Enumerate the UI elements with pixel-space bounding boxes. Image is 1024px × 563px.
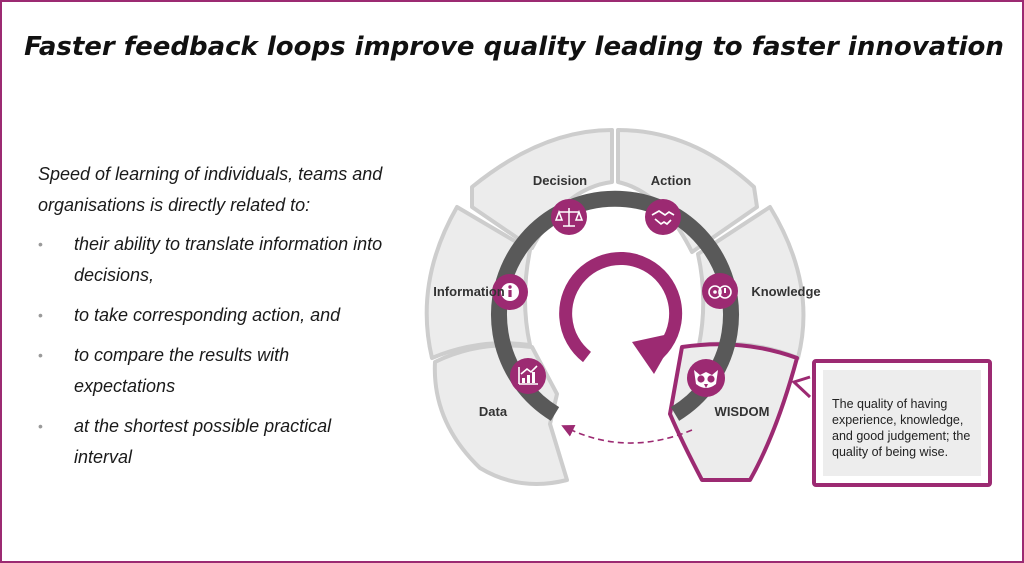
bullet-text: to compare the results with expectations xyxy=(74,345,290,396)
intro-text: Speed of learning of individuals, teams … xyxy=(38,164,383,215)
stage-label-data: Data xyxy=(479,404,508,419)
bullet-item: • to compare the results with expectation… xyxy=(38,340,388,402)
bullet-list: • their ability to translate information … xyxy=(38,229,388,482)
slide-title: Faster feedback loops improve quality le… xyxy=(24,32,1004,62)
bullet-marker: • xyxy=(38,236,43,252)
bullet-marker: • xyxy=(38,418,43,434)
cycle-arrow xyxy=(559,252,683,366)
bullet-text: to take corresponding action, and xyxy=(74,305,341,325)
bullet-text: their ability to translate information i… xyxy=(74,234,383,285)
cycle-ring xyxy=(491,190,739,421)
bullet-item: • their ability to translate information … xyxy=(38,229,388,291)
handshake-icon xyxy=(645,199,681,235)
bullet-text: at the shortest possible practical inter… xyxy=(74,416,332,467)
wisdom-definition-callout: The quality of having experience, knowle… xyxy=(812,359,992,487)
info-icon xyxy=(492,274,528,310)
bullet-marker: • xyxy=(38,307,43,323)
callout-pointer xyxy=(791,375,812,399)
bullet-item: • to take corresponding action, and xyxy=(38,300,388,331)
cycle-arrowhead xyxy=(632,332,678,374)
stage-label-decision: Decision xyxy=(533,173,587,188)
bullet-item: • at the shortest possible practical inte… xyxy=(38,411,388,473)
stage-label-action: Action xyxy=(651,173,692,188)
owl-icon xyxy=(687,359,725,397)
stage-label-wisdom: WISDOM xyxy=(715,404,770,419)
scales-icon xyxy=(551,199,587,235)
stage-label-information: Information xyxy=(433,284,505,299)
segment-action xyxy=(616,128,759,254)
bullet-marker: • xyxy=(38,347,43,363)
return-arrow xyxy=(561,425,693,444)
brain-gears-icon xyxy=(702,273,738,309)
chart-growth-icon xyxy=(510,358,546,394)
stage-label-knowledge: Knowledge xyxy=(751,284,820,299)
wisdom-definition-text: The quality of having experience, knowle… xyxy=(823,370,981,476)
